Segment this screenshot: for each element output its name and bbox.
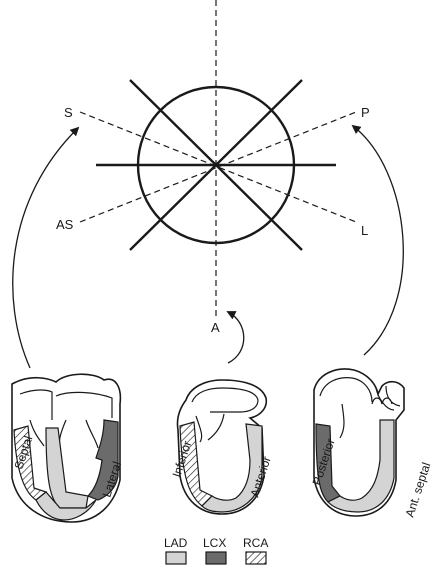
septal-wall-rca	[13, 425, 48, 501]
heart-middle-valves	[195, 413, 225, 443]
label-ant-septal: Ant. septal	[403, 461, 433, 519]
label-a: A	[211, 320, 220, 335]
legend-label-rca: RCA	[243, 536, 268, 550]
legend-swatch-lad	[165, 551, 187, 565]
heart-two-chamber: Inferior Anterior	[170, 379, 274, 515]
axis-diagram: S P AS L A	[56, 0, 370, 335]
legend-swatch-rca	[245, 551, 267, 565]
legend-label-lcx: LCX	[203, 536, 226, 550]
arrow-to-s	[12, 126, 80, 369]
inferior-wall-rca	[179, 421, 214, 507]
anterior-septal-lad	[326, 419, 395, 513]
arrow-to-p	[351, 124, 404, 356]
arrow-to-a	[226, 311, 245, 364]
heart-four-chamber: Septal Lateral	[11, 373, 124, 523]
heart-right-atrium	[319, 377, 373, 403]
label-p: P	[361, 105, 370, 120]
heart-right-valve	[339, 403, 345, 439]
heart-middle-atrium	[191, 387, 259, 413]
legend: LAD LCX RCA	[164, 536, 268, 565]
septum-lad	[45, 427, 89, 509]
apex-lad	[35, 491, 97, 521]
heart-left-atria	[19, 389, 113, 420]
view-arrows	[12, 124, 404, 369]
aortic-valve	[371, 385, 401, 411]
anterior-wall-lad	[201, 423, 263, 513]
label-as: AS	[56, 217, 74, 232]
heart-left-outline	[11, 373, 122, 523]
label-s: S	[64, 105, 73, 120]
legend-label-lad: LAD	[164, 536, 188, 550]
legend-swatch-lcx	[205, 551, 227, 565]
label-l: L	[361, 223, 368, 238]
posterior-wall-lcx	[315, 423, 341, 503]
heart-long-axis: Posterior Ant. septal	[310, 368, 433, 519]
diagonal-solid-line-2	[129, 79, 303, 251]
lateral-wall-lcx	[86, 419, 119, 501]
